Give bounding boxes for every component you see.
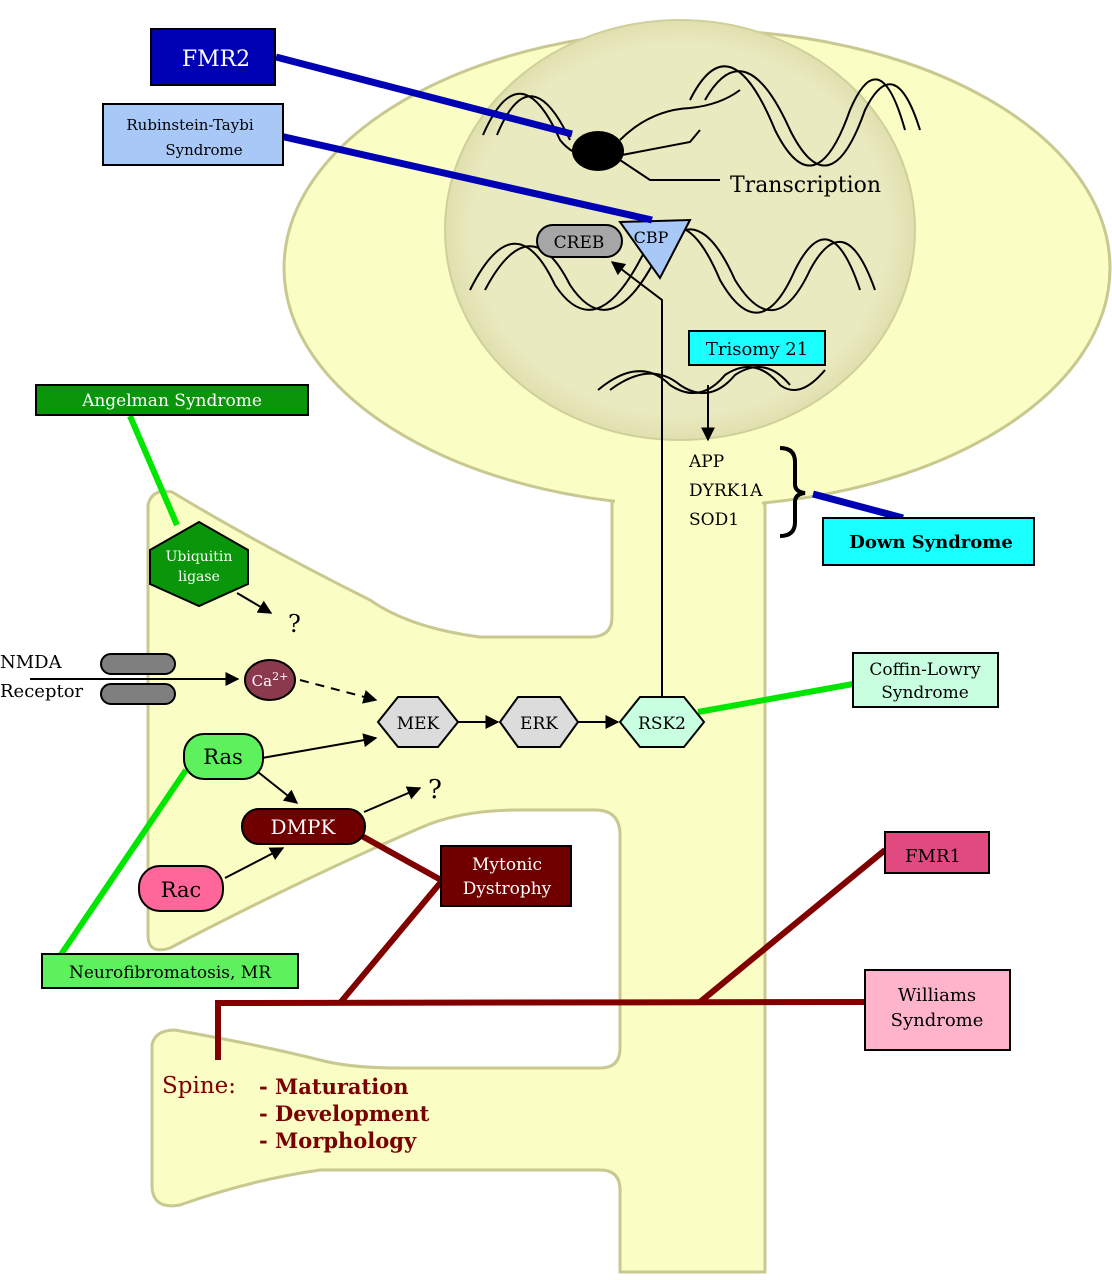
fmr1-box[interactable] bbox=[884, 831, 990, 874]
spine-item-morphology: - Morphology bbox=[259, 1128, 417, 1153]
angelman-label: Angelman Syndrome bbox=[81, 391, 262, 411]
dystrophy-label: Dystrophy bbox=[463, 879, 552, 899]
coffin-lowry-box[interactable] bbox=[852, 652, 999, 708]
fmr2-label: FMR2 bbox=[182, 47, 250, 72]
unknown-target-1: ? bbox=[288, 610, 301, 638]
williams-label: Williams bbox=[898, 985, 976, 1006]
rubinstein-taybi-label: Rubinstein-Taybi bbox=[126, 116, 253, 134]
neurofibromatosis-label: Neurofibromatosis, MR bbox=[69, 963, 272, 983]
gene-app: APP bbox=[688, 452, 724, 472]
dmpk-label: DMPK bbox=[271, 815, 337, 839]
cbp-node[interactable] bbox=[618, 218, 692, 280]
spine-label: Spine: bbox=[162, 1073, 236, 1099]
shaft-seam bbox=[615, 470, 762, 530]
calcium-node[interactable] bbox=[244, 659, 296, 701]
dendrite-shaft bbox=[146, 478, 767, 1274]
rac-node[interactable] bbox=[138, 865, 224, 912]
nmda-receptor-subunit-top[interactable] bbox=[100, 653, 176, 675]
erk-node[interactable] bbox=[498, 696, 580, 748]
ubiquitin-label: Ubiquitin bbox=[166, 549, 233, 565]
spine-item-maturation: - Maturation bbox=[259, 1074, 408, 1099]
coffin-lowry-label: Coffin-Lowry bbox=[869, 660, 981, 680]
trisomy-21-box[interactable] bbox=[688, 330, 826, 366]
mytonic-label: Mytonic bbox=[472, 855, 542, 875]
gene-brace-icon bbox=[779, 446, 806, 538]
trisomy-21-label: Trisomy 21 bbox=[706, 339, 808, 360]
dmpk-node[interactable] bbox=[241, 808, 366, 845]
spine-item-development: - Development bbox=[259, 1101, 430, 1126]
gene-sod1: SOD1 bbox=[689, 510, 739, 530]
dna-trisomy bbox=[597, 366, 826, 394]
disease-links bbox=[57, 53, 904, 1060]
fmr1-label: FMR1 bbox=[905, 846, 961, 867]
calcium-label: Ca2+ bbox=[252, 670, 289, 690]
mek-label: MEK bbox=[397, 714, 440, 734]
signal-arrows bbox=[30, 261, 715, 879]
mek-node[interactable] bbox=[376, 696, 460, 748]
rac-label: Rac bbox=[161, 878, 202, 902]
down-syndrome-label: Down Syndrome bbox=[849, 532, 1013, 553]
williams-syndrome-box[interactable] bbox=[864, 969, 1011, 1051]
ras-node[interactable] bbox=[183, 733, 264, 780]
rsk2-node[interactable] bbox=[618, 696, 706, 748]
rubinstein-taybi-box[interactable] bbox=[102, 103, 284, 166]
ras-label: Ras bbox=[203, 745, 243, 769]
mytonic-dystrophy-box[interactable] bbox=[440, 845, 572, 907]
fmr2-box[interactable] bbox=[150, 28, 276, 86]
coffin-syndrome-label: Syndrome bbox=[881, 683, 969, 703]
angelman-syndrome-box[interactable] bbox=[35, 384, 309, 416]
creb-label: CREB bbox=[554, 233, 605, 253]
williams-syndrome-label: Syndrome bbox=[891, 1010, 984, 1031]
rsk2-label: RSK2 bbox=[638, 714, 686, 734]
ubiquitin-ligase-node[interactable] bbox=[149, 520, 249, 608]
gene-dyrk1a: DYRK1A bbox=[689, 481, 763, 501]
down-syndrome-box[interactable] bbox=[822, 517, 1035, 566]
unknown-target-2: ? bbox=[428, 775, 442, 805]
nmda-receptor-subunit-bottom[interactable] bbox=[100, 683, 176, 705]
transcription-label: Transcription bbox=[730, 173, 881, 198]
ligase-label: ligase bbox=[178, 569, 220, 585]
receptor-label: Receptor bbox=[0, 681, 84, 702]
rna-polymerase-icon bbox=[572, 131, 624, 171]
neurofibromatosis-box[interactable] bbox=[41, 953, 299, 989]
erk-label: ERK bbox=[520, 714, 558, 734]
nmda-label: NMDA bbox=[0, 652, 63, 673]
creb-node[interactable] bbox=[536, 224, 623, 258]
cbp-label: CBP bbox=[634, 228, 669, 247]
rubinstein-syndrome-label: Syndrome bbox=[165, 141, 242, 159]
